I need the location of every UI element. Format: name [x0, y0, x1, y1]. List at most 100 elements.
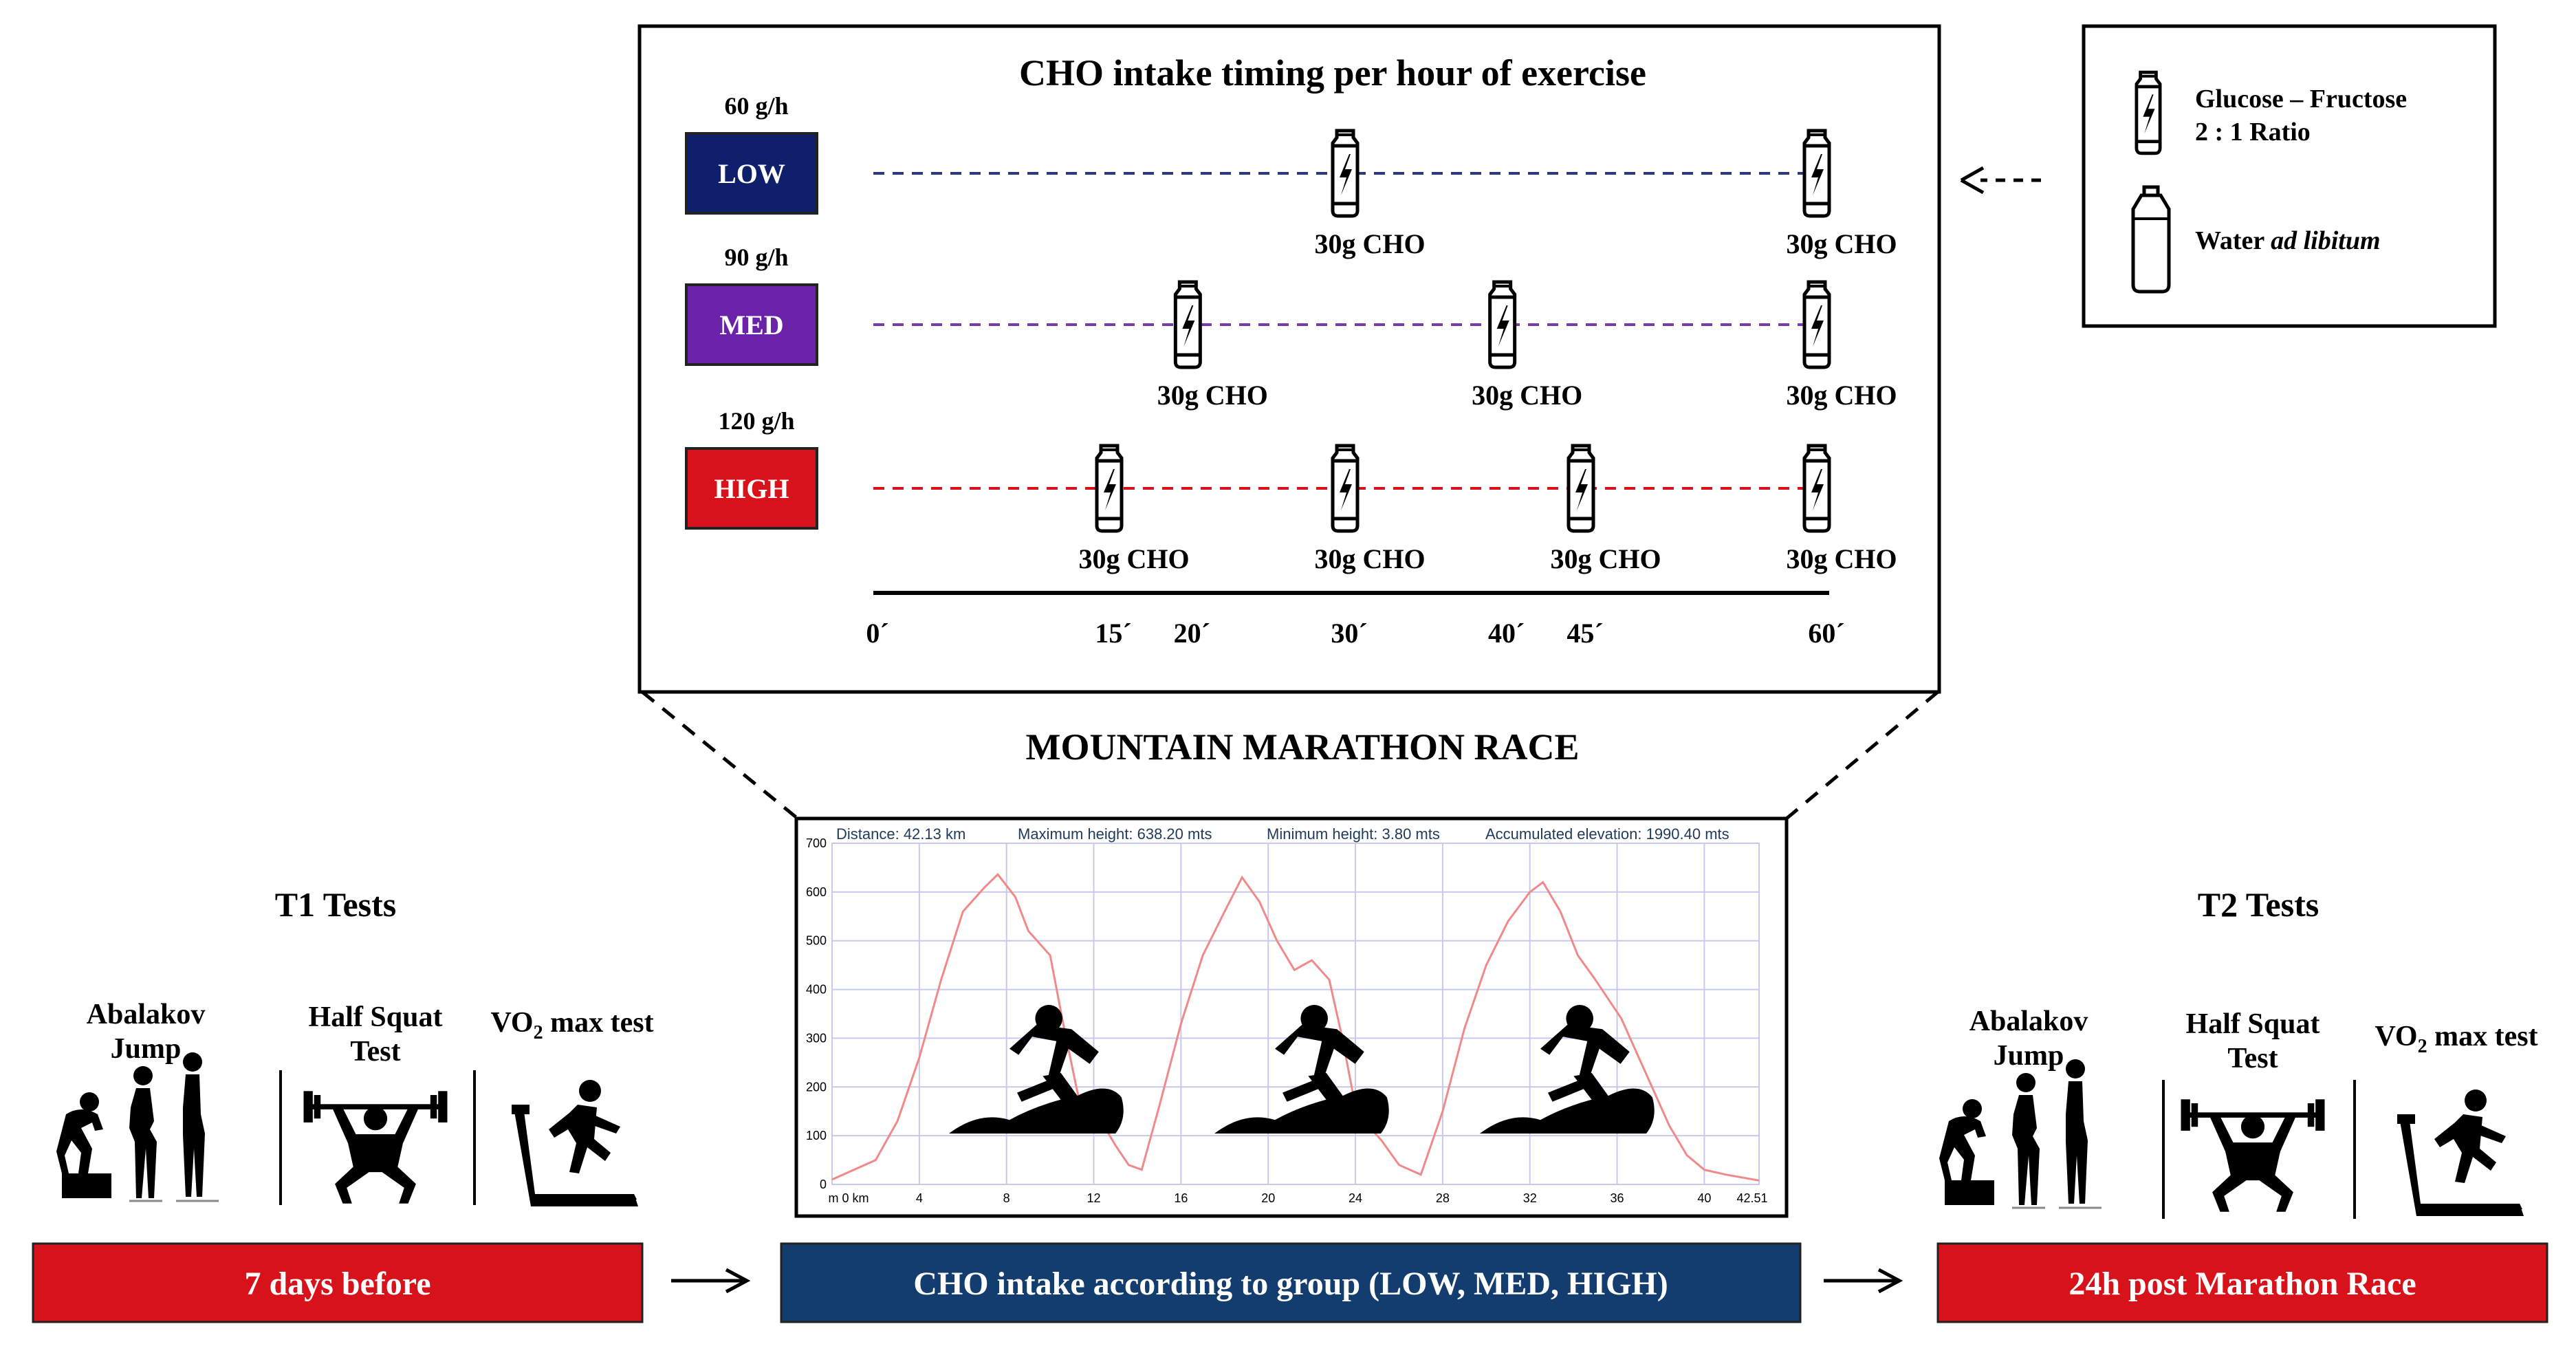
- y-tick-label: 400: [806, 983, 827, 997]
- bar-during: [780, 1242, 1802, 1323]
- x-tick-label: 40: [1697, 1191, 1711, 1205]
- time-tick-label: 45´: [1567, 618, 1603, 649]
- gel-icon: [1804, 446, 1829, 531]
- time-tick-label: 20´: [1174, 618, 1210, 649]
- t2-abalakov-line1: Abalakov: [1969, 1006, 2088, 1037]
- intake-amount-label: 30g CHO: [1472, 380, 1582, 411]
- group-label-med: MED: [719, 310, 783, 340]
- x-tick-label: m 0 km: [828, 1191, 869, 1205]
- x-tick-label: 28: [1436, 1191, 1450, 1205]
- t2-squat-line2: Test: [2227, 1043, 2278, 1074]
- intake-amount-label: 30g CHO: [1786, 228, 1897, 259]
- elevation-stat: Distance: 42.13 km: [836, 825, 965, 843]
- gel-icon: [1569, 446, 1593, 531]
- group-badge-low: [685, 132, 818, 215]
- elevation-stat: Minimum height: 3.80 mts: [1267, 825, 1440, 843]
- gel-icon: [1333, 131, 1357, 216]
- x-tick-label: 4: [916, 1191, 923, 1205]
- treadmill-icon: [2397, 1090, 2524, 1216]
- group-rate-label: 60 g/h: [724, 92, 788, 120]
- gel-icon: [1804, 131, 1829, 216]
- t2-abalakov-line2: Jump: [1994, 1040, 2064, 1072]
- intake-amount-label: 30g CHO: [1786, 380, 1897, 411]
- elevation-stat: Maximum height: 638.20 mts: [1018, 825, 1212, 843]
- y-tick-label: 100: [806, 1129, 827, 1142]
- elevation-stat: Accumulated elevation: 1990.40 mts: [1485, 825, 1729, 843]
- x-tick-label: 12: [1087, 1191, 1101, 1205]
- time-tick-label: 30´: [1331, 618, 1367, 649]
- t1-squat-line2: Test: [350, 1036, 400, 1067]
- group-rate-label: 120 g/h: [718, 407, 794, 435]
- gel-icon: [1175, 282, 1200, 367]
- arrow-right-icon: [1824, 1268, 1903, 1294]
- legend-arrow: [1960, 166, 2041, 195]
- treadmill-icon: [512, 1080, 638, 1206]
- x-tick-label: 8: [1003, 1191, 1010, 1205]
- zoom-line-left: [641, 691, 799, 820]
- x-tick-label: 36: [1611, 1191, 1624, 1205]
- race-title: MOUNTAIN MARATHON RACE: [1026, 726, 1580, 768]
- time-axis-ticks: 0´ 15´ 20´ 30´ 40´ 45´ 60´: [866, 618, 1844, 649]
- group-badge-high: [685, 447, 818, 530]
- zoom-line-right: [1785, 691, 1939, 820]
- bar-before: [32, 1242, 644, 1323]
- t1-vo2-label: VO2 max test: [490, 1007, 653, 1043]
- legend-water: Water ad libitum: [2195, 226, 2381, 255]
- timing-panel: [637, 24, 1941, 694]
- intake-amount-label: 30g CHO: [1314, 543, 1425, 574]
- time-tick-label: 0´: [866, 618, 888, 649]
- group-label-high: HIGH: [714, 473, 789, 504]
- t1-squat-line1: Half Squat: [309, 1001, 443, 1033]
- intake-amount-label: 30g CHO: [1157, 380, 1268, 411]
- bar-after: [1936, 1242, 2548, 1323]
- half-squat-icon: [2181, 1099, 2325, 1212]
- x-tick-label: 32: [1523, 1191, 1537, 1205]
- y-tick-label: 0: [820, 1178, 827, 1191]
- t1-abalakov-line1: Abalakov: [87, 999, 206, 1030]
- elevation-chart: [794, 816, 1789, 1218]
- y-tick-label: 300: [806, 1031, 827, 1045]
- intake-amount-label: 30g CHO: [1314, 228, 1425, 259]
- intake-amount-label: 30g CHO: [1078, 543, 1189, 574]
- group-badge-med: [685, 283, 818, 366]
- elevation-stats: Distance: 42.13 km Maximum height: 638.20…: [836, 825, 1729, 843]
- intake-amount-label: 30g CHO: [1550, 543, 1661, 574]
- bar-during-label: CHO intake according to group (LOW, MED,…: [913, 1266, 1668, 1302]
- time-tick-label: 15´: [1095, 618, 1131, 649]
- time-tick-label: 40´: [1488, 618, 1525, 649]
- abalakov-jump-icon: [55, 1051, 220, 1202]
- timing-title: CHO intake timing per hour of exercise: [1019, 52, 1646, 94]
- intake-amount-label: 30g CHO: [1786, 543, 1897, 574]
- group-label-low: LOW: [718, 158, 785, 189]
- water-bottle-icon: [2133, 187, 2169, 292]
- y-tick-label: 600: [806, 885, 827, 899]
- abalakov-jump-icon: [1938, 1058, 2103, 1209]
- t2-vo2-label: VO2 max test: [2375, 1021, 2537, 1057]
- y-tick-label: 500: [806, 934, 827, 948]
- bar-before-label: 7 days before: [244, 1266, 430, 1302]
- time-tick-label: 60´: [1808, 618, 1844, 649]
- t2-title: T2 Tests: [2198, 885, 2319, 924]
- half-squat-icon: [303, 1091, 448, 1204]
- y-tick-label: 200: [806, 1080, 827, 1094]
- y-tick-label: 700: [806, 836, 827, 850]
- x-tick-label: 20: [1261, 1191, 1275, 1205]
- gel-icon: [1097, 446, 1122, 531]
- group-rate-label: 90 g/h: [724, 243, 788, 271]
- x-tick-label: 24: [1349, 1191, 1362, 1205]
- gel-icon: [2137, 72, 2160, 153]
- legend-gel-line1: Glucose – Fructose: [2195, 85, 2407, 113]
- t1-abalakov-line2: Jump: [111, 1033, 182, 1065]
- gel-icon: [1804, 282, 1829, 367]
- gel-icon: [1333, 446, 1357, 531]
- x-tick-label: 16: [1174, 1191, 1188, 1205]
- t2-squat-line1: Half Squat: [2186, 1008, 2320, 1040]
- gel-icon: [1490, 282, 1515, 367]
- elevation-profile-line: [831, 873, 1760, 1182]
- legend-gel-line2: 2 : 1 Ratio: [2195, 118, 2311, 147]
- t1-title: T1 Tests: [275, 885, 396, 924]
